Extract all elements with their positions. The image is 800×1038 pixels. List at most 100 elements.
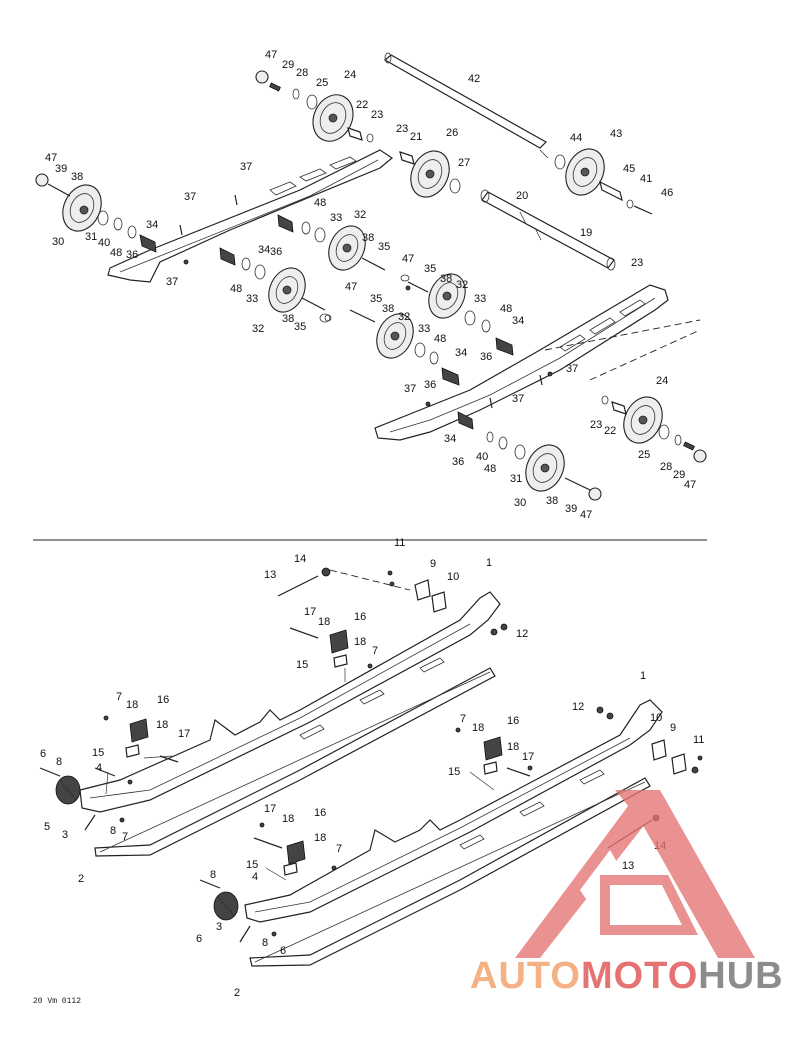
callout: 36 (126, 249, 138, 261)
callout: 14 (294, 553, 306, 565)
callout: 36 (270, 246, 282, 258)
figure-code: 20 Vm 0112 (33, 997, 82, 1006)
callout: 2 (234, 987, 240, 999)
callout: 3 (216, 921, 222, 933)
callout: 8 (262, 937, 268, 949)
callout: 35 (378, 241, 390, 253)
callout: 40 (476, 451, 488, 463)
callout: 1 (640, 670, 646, 682)
callout: 4 (252, 871, 258, 883)
callout: 17 (264, 803, 276, 815)
callout: 30 (52, 236, 64, 248)
callout: 18 (472, 722, 484, 734)
callout: 38 (71, 171, 83, 183)
runner-2-lower (249, 777, 651, 967)
callout: 48 (484, 463, 496, 475)
callout: 6 (196, 933, 202, 945)
callout: 37 (166, 276, 178, 288)
callout: 7 (336, 843, 342, 855)
bumper-5-upper (55, 775, 81, 805)
callout: 28 (660, 461, 672, 473)
callout: 37 (566, 363, 578, 375)
watermark-text: AUTOMOTOHUB (470, 955, 784, 998)
bumper-6-lower (213, 891, 239, 921)
callout: 35 (370, 293, 382, 305)
callout: 23 (371, 109, 383, 121)
idler-wheel-32-b (268, 267, 306, 313)
callout: 15 (92, 747, 104, 759)
slide-rails-assembly (39, 567, 703, 967)
callout: 18 (507, 741, 519, 753)
callout: 18 (156, 719, 168, 731)
callout: 45 (623, 163, 635, 175)
callout: 12 (572, 701, 584, 713)
callout: 37 (512, 393, 524, 405)
callout: 48 (500, 303, 512, 315)
callout: 17 (178, 728, 190, 740)
callout: 48 (434, 333, 446, 345)
idler-wheel-32-a (328, 225, 366, 271)
callout: 8 (110, 825, 116, 837)
callout: 38 (362, 232, 374, 244)
callout: 20 (516, 190, 528, 202)
callout: 38 (382, 303, 394, 315)
callout: 15 (296, 659, 308, 671)
callout: 39 (55, 163, 67, 175)
callout: 23 (590, 419, 602, 431)
callout: 8 (210, 869, 216, 881)
callout: 16 (157, 694, 169, 706)
callout: 12 (516, 628, 528, 640)
callout: 38 (546, 495, 558, 507)
callout: 47 (402, 253, 414, 265)
callout: 18 (126, 699, 138, 711)
callout: 34 (146, 219, 158, 231)
callout: 40 (98, 237, 110, 249)
callout: 46 (661, 187, 673, 199)
callout: 33 (246, 293, 258, 305)
callout: 47 (45, 152, 57, 164)
callout: 32 (456, 279, 468, 291)
callout: 29 (673, 469, 685, 481)
callout: 35 (294, 321, 306, 333)
callout: 8 (56, 756, 62, 768)
callout: 18 (354, 636, 366, 648)
callout: 5 (44, 821, 50, 833)
idler-wheel-24-bottom (623, 396, 663, 444)
idler-wheel-24-top (312, 94, 354, 142)
callout: 38 (440, 273, 452, 285)
idler-wheel-43 (565, 148, 605, 196)
watermark-auto: AUTO (470, 955, 581, 997)
callout: 48 (314, 197, 326, 209)
callout: 7 (116, 691, 122, 703)
idler-wheel-30-left (62, 184, 102, 232)
callout: 23 (631, 257, 643, 269)
callout: 15 (246, 859, 258, 871)
callout: 43 (610, 128, 622, 140)
callout: 32 (252, 323, 264, 335)
callout: 27 (458, 157, 470, 169)
callout: 47 (580, 509, 592, 521)
slide-rail-1-lower (244, 699, 663, 923)
callout: 33 (474, 293, 486, 305)
callout: 9 (430, 558, 436, 570)
callout: 28 (296, 67, 308, 79)
wear-block-16-b (129, 718, 149, 743)
callout: 23 (396, 123, 408, 135)
watermark-logo (515, 790, 755, 958)
rear-suspension-wheels-assembly (35, 52, 707, 501)
callout: 19 (580, 227, 592, 239)
idler-wheel-32-d (376, 313, 414, 359)
callout: 13 (264, 569, 276, 581)
callout: 25 (316, 77, 328, 89)
callout: 18 (282, 813, 294, 825)
callout: 22 (356, 99, 368, 111)
callout: 38 (282, 313, 294, 325)
callout: 35 (424, 263, 436, 275)
callout: 34 (444, 433, 456, 445)
callout: 37 (240, 161, 252, 173)
callout: 21 (410, 131, 422, 143)
callout: 16 (507, 715, 519, 727)
callout: 10 (650, 712, 662, 724)
callout: 24 (344, 69, 356, 81)
